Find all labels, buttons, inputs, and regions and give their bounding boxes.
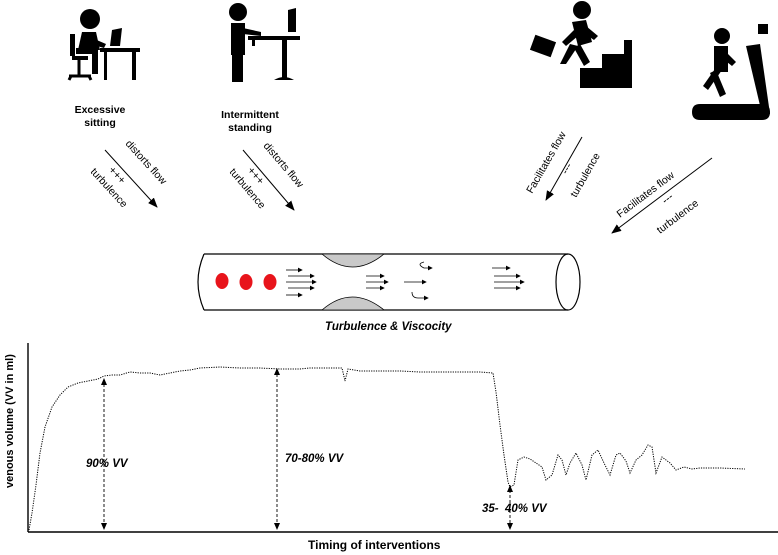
red-blood-cell: [215, 273, 229, 289]
treadmill-arrow: [611, 157, 713, 234]
stairs-arrow-text-above: Facilitates flow: [524, 130, 569, 195]
stairs-arrow-minus: ---: [559, 161, 575, 177]
treadmill-arrow-minus: ---: [660, 191, 676, 207]
blood-vessel-diagram: [197, 253, 581, 311]
red-blood-cell: [239, 274, 253, 290]
person-on-treadmill-icon: [692, 24, 770, 120]
person-standing-at-desk-icon: [229, 3, 300, 82]
annotation-standing: 70-80% VV: [285, 453, 344, 465]
vessel-valve-bottom: [320, 296, 386, 311]
standing-arrow-text-above: distorts flow: [261, 140, 306, 190]
stairs-arrow-text-below: turbulence: [568, 151, 603, 200]
stairs-arrow: [545, 136, 583, 201]
vessel-caption: Turbulence & Viscocity: [325, 321, 452, 333]
standing-label-line2: standing: [228, 122, 272, 134]
standing-arrow: [242, 149, 295, 211]
sitting-arrow-text-above: distorts flow: [123, 138, 170, 187]
sitting-arrow: [104, 149, 158, 208]
flow-arrows: distorts flow +++ turbulence distorts fl…: [88, 130, 713, 236]
standing-label: Intermittent standing: [208, 109, 292, 135]
person-sitting-at-desk-icon: [67, 9, 140, 81]
venous-volume-plot: venous volume (VV in ml): [4, 343, 778, 533]
sitting-label-line2: sitting: [84, 117, 116, 129]
standing-label-line1: Intermittent: [221, 109, 279, 121]
vessel-wall: [204, 253, 568, 311]
y-axis-label: venous volume (VV in ml): [4, 354, 16, 488]
sitting-label-line1: Excessive: [74, 104, 126, 116]
venous-volume-curve: [28, 366, 746, 531]
vessel-valve-top: [320, 253, 386, 268]
sitting-label: Excessive sitting: [65, 104, 135, 130]
person-climbing-stairs-icon: [529, 1, 632, 88]
annotation-sitting: 90% VV: [86, 458, 128, 470]
red-blood-cell: [263, 274, 277, 290]
annotation-exercise: 35- 40% VV: [482, 503, 547, 515]
x-axis-label: Timing of interventions: [308, 538, 441, 552]
treadmill-arrow-text-below: turbulence: [655, 197, 702, 236]
